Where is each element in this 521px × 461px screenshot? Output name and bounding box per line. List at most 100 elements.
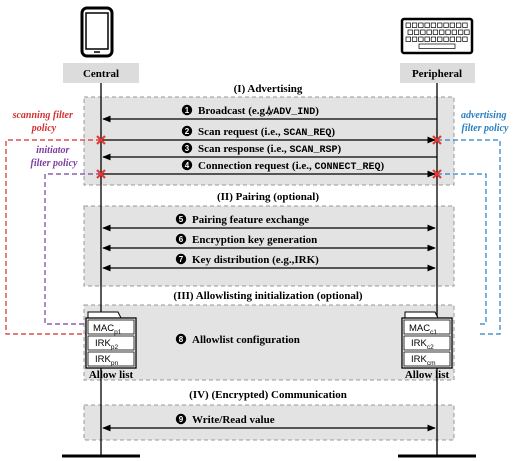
scanning-filter-policy-connector [5,139,101,335]
initiator-filter-policy-line1: initiator [36,145,69,156]
filter-x-icon [96,135,442,179]
peripheral-allow-list: MACc1 IRKc2 IRKcm Allow list [401,311,453,381]
keyboard-key [411,22,418,28]
initiator-filter-policy-line2: filter policy [31,158,78,169]
central-header: Central [83,68,119,80]
peripheral-header-box [400,63,475,83]
message-4-text: Connection request (i.e., [198,160,315,172]
scanning-filter-policy-line1: scanning filter [12,110,73,121]
section-box-advertising [83,96,455,186]
scanning-filter-policy-line2: policy [31,123,57,134]
keyboard-key [445,29,451,35]
peripheral-allow-entry-2-sub: c2 [427,344,434,351]
keyboard-key [418,36,424,42]
keyboard-key [418,22,424,28]
keyboard-key [430,22,437,28]
keyboard-key [426,29,432,35]
keyboard-key [437,36,443,42]
message-2-tail: ) [331,126,335,138]
keyboard-key [462,22,468,28]
keyboard-spacebar [418,43,456,49]
message-1-code: ADV_IND [273,107,315,118]
step-badge-9: 9 [175,413,187,425]
advertising-filter-policy-connector-2 [437,173,487,325]
advertising-filter-policy-line1: advertising [461,110,507,121]
keyboard-key [451,29,457,35]
central-allow-list: MACp1 IRKp2 IRKpn Allow list [85,311,137,381]
central-allow-list-label: Allow list [89,369,134,381]
step-badge-4: 4 [181,159,193,171]
section-box-communication [83,404,455,441]
keyboard-key [443,22,449,28]
keyboard-key [456,22,462,28]
keyboard-key [464,29,470,35]
message-label-6: Encryption key generation [192,234,317,246]
message-3-tail: ) [337,143,341,155]
advertising-filter-policy-label: advertising filter policy [461,110,509,134]
peripheral-allow-entry-2-main: IRK [411,338,428,349]
keyboard-key [420,29,426,35]
step-badge-3: 3 [181,142,193,154]
peripheral-allow-entry-3-sub: cm [427,360,436,367]
svg-text:2: 2 [185,127,190,136]
svg-text:7: 7 [179,255,184,264]
message-label-9: Write/Read value [192,414,275,426]
central-allow-entry-3-main: IRK [95,354,112,365]
central-allow-list-tab [87,311,122,319]
advertising-filter-policy-line2: filter policy [462,123,509,134]
keyboard-key [456,36,462,42]
message-label-4: Connection request (i.e., CONNECT_REQ) [198,160,385,173]
peripheral-allow-entry-3: IRKcm [411,354,436,367]
keyboard-key [449,22,455,28]
keyboard-key [449,36,455,42]
central-allow-entry-3-sub: pn [111,360,119,367]
message-label-3: Scan response (i.e., SCAN_RSP) [198,143,341,156]
keyboard-key [437,22,443,28]
central-allow-entry-2-sub: p2 [111,344,119,351]
peripheral-header: Peripheral [412,68,462,80]
svg-text:3: 3 [185,144,190,153]
keyboard-key [407,29,413,35]
message-4-code: CONNECT_REQ [315,162,381,173]
svg-text:8: 8 [179,335,184,344]
initiator-filter-policy-label: initiator filter policy [31,145,78,169]
peripheral-allow-list-label: Allow list [405,369,450,381]
keyboard-key [424,22,430,28]
section-title-allowlisting: (III) Allowlisting initialization (optio… [173,290,362,302]
section-title-advertising: (I) Advertising [234,83,303,95]
message-label-8: Allowlist configuration [192,334,300,346]
keyboard-icon [400,17,474,55]
central-allow-entry-2-main: IRK [95,338,112,349]
central-allow-entry-1-sub: p1 [114,329,122,336]
keyboard-key [413,29,420,35]
message-2-code: SCAN_REQ [283,128,331,139]
advertising-filter-policy-connector [437,139,501,335]
message-label-1: Broadcast (e.g., ADV_IND) [198,105,319,118]
step-badge-8: 8 [175,333,187,345]
peripheral-allow-entry-1-sub: c1 [430,329,437,336]
keyboard-key [462,36,468,42]
svg-text:6: 6 [179,235,184,244]
peripheral-allow-list-tab [404,311,439,319]
central-allow-entry-2: IRKp2 [95,338,118,351]
message-label-7: Key distribution (e.g.,IRK) [192,254,319,266]
step-badge-5: 5 [175,213,187,225]
central-allow-entry-1-main: MAC [93,323,114,334]
message-label-2: Scan request (i.e., SCAN_REQ) [198,126,335,139]
peripheral-allow-entry-2: IRKc2 [411,338,434,351]
section-box-allowlisting [83,304,455,381]
peripheral-allow-entry-1: MACc1 [409,323,437,336]
broadcast-waveform-icon [266,105,274,116]
message-3-code: SCAN_RSP [289,145,337,156]
message-1-text: Broadcast (e.g., [198,105,273,117]
keyboard-key [432,29,439,35]
central-header-box [63,63,139,83]
keyboard-key [405,22,411,28]
message-4-tail: ) [381,160,385,172]
message-3-text: Scan response (i.e., [198,143,289,155]
central-allow-entry-1: MACp1 [93,323,122,336]
keyboard-key [424,36,430,42]
svg-text:4: 4 [185,161,190,170]
section-title-pairing: (II) Pairing (optional) [217,191,319,203]
